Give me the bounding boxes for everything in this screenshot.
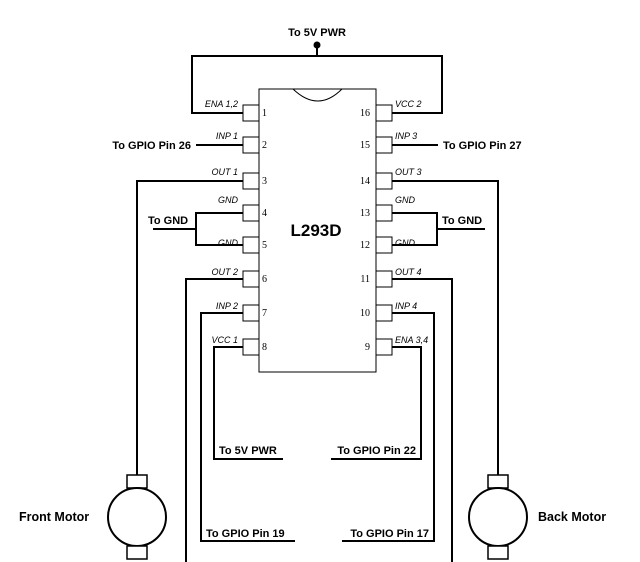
- svg-text:INP 3: INP 3: [395, 131, 417, 141]
- svg-text:5: 5: [262, 240, 267, 251]
- front-motor: [107, 474, 167, 560]
- wire-out2-down: [185, 278, 243, 562]
- svg-text:OUT 1: OUT 1: [211, 167, 238, 177]
- svg-text:ENA 1,2: ENA 1,2: [205, 99, 238, 109]
- wire-out3-back-motor: [392, 180, 499, 475]
- svg-text:13: 13: [360, 208, 370, 219]
- connection-labels: To 5V PWR To GPIO Pin 26 To GPIO Pin 27 …: [19, 27, 606, 540]
- wire-vcc1-pwr: [213, 346, 283, 460]
- chip-name: L293D: [290, 221, 341, 240]
- svg-text:OUT 3: OUT 3: [395, 167, 422, 177]
- svg-text:GND: GND: [218, 195, 239, 205]
- svg-text:11: 11: [360, 274, 370, 285]
- svg-text:8: 8: [262, 342, 267, 353]
- wire-inp2-gpio19: [200, 312, 295, 542]
- label-gnd-right: To GND: [442, 215, 482, 227]
- right-pin-row: 16 VCC 2 15 INP 3 14 OUT 3 13 GND 12 GND…: [360, 99, 428, 356]
- svg-text:GND: GND: [395, 238, 416, 248]
- svg-text:14: 14: [360, 176, 370, 187]
- svg-text:INP 2: INP 2: [216, 301, 238, 311]
- wire-inp4-gpio17: [342, 312, 435, 542]
- wiring: [136, 41, 499, 562]
- svg-text:1: 1: [262, 108, 267, 119]
- svg-text:ENA 3,4: ENA 3,4: [395, 335, 428, 345]
- svg-text:6: 6: [262, 274, 267, 285]
- svg-text:2: 2: [262, 140, 267, 151]
- label-vcc1-pwr: To 5V PWR: [219, 445, 277, 457]
- wire-ena34-gpio22: [331, 346, 422, 460]
- pin-7: 7 INP 2: [216, 301, 267, 322]
- pin-9: 9 ENA 3,4: [365, 335, 428, 356]
- back-motor: [468, 474, 528, 560]
- svg-text:INP 1: INP 1: [216, 131, 238, 141]
- chip-notch: [292, 88, 343, 102]
- pin-8: 8 VCC 1: [211, 335, 267, 356]
- label-gnd-left: To GND: [148, 215, 188, 227]
- wire-out1-front-motor: [136, 180, 243, 475]
- label-back-motor: Back Motor: [538, 510, 606, 524]
- pin-4: 4 GND: [218, 195, 267, 222]
- svg-text:OUT 4: OUT 4: [395, 267, 422, 277]
- wire-out4-down: [392, 278, 453, 562]
- label-top-pwr: To 5V PWR: [288, 27, 346, 39]
- pin-10: 10 INP 4: [360, 301, 417, 322]
- svg-text:OUT 2: OUT 2: [211, 267, 238, 277]
- motor-icon: [468, 487, 528, 547]
- pin-2: 2 INP 1: [216, 131, 267, 154]
- pin-14: 14 OUT 3: [360, 167, 422, 190]
- label-gpio22: To GPIO Pin 22: [337, 445, 416, 457]
- svg-text:VCC 1: VCC 1: [211, 335, 238, 345]
- pin-13: 13 GND: [360, 195, 416, 222]
- svg-text:10: 10: [360, 308, 370, 319]
- motor-icon: [107, 487, 167, 547]
- junction-dot: [313, 41, 321, 49]
- svg-text:INP 4: INP 4: [395, 301, 417, 311]
- svg-text:GND: GND: [218, 238, 239, 248]
- pin-11: 11 OUT 4: [360, 267, 422, 288]
- label-gpio27: To GPIO Pin 27: [443, 140, 522, 152]
- chip: L293D: [258, 88, 377, 373]
- chip-body: [258, 88, 377, 373]
- label-gpio26: To GPIO Pin 26: [112, 140, 191, 152]
- pin-1: 1 ENA 1,2: [205, 99, 267, 122]
- label-gpio19: To GPIO Pin 19: [206, 528, 285, 540]
- label-gpio17: To GPIO Pin 17: [350, 528, 429, 540]
- left-pin-row: 1 ENA 1,2 2 INP 1 3 OUT 1 4 GND 5 GND 6 …: [205, 99, 267, 356]
- svg-text:7: 7: [262, 308, 267, 319]
- svg-text:3: 3: [262, 176, 267, 187]
- svg-text:12: 12: [360, 240, 370, 251]
- svg-text:VCC 2: VCC 2: [395, 99, 422, 109]
- svg-text:GND: GND: [395, 195, 416, 205]
- svg-text:4: 4: [262, 208, 267, 219]
- pin-15: 15 INP 3: [360, 131, 417, 154]
- svg-text:9: 9: [365, 342, 370, 353]
- svg-text:16: 16: [360, 108, 370, 119]
- label-front-motor: Front Motor: [19, 510, 89, 524]
- pin-3: 3 OUT 1: [211, 167, 267, 190]
- svg-text:15: 15: [360, 140, 370, 151]
